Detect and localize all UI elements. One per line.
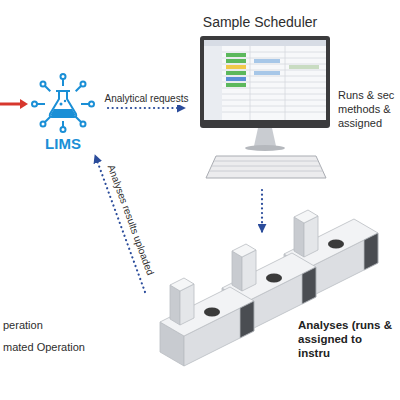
edge-label: Analyses results uploaded <box>104 161 157 279</box>
node-caption: Analyses (runs & assigned to instru <box>298 318 396 360</box>
scheduler-node: Sample Scheduler <box>185 12 335 190</box>
bubble <box>60 103 63 106</box>
lims-icon <box>32 74 94 132</box>
circuit-line <box>76 117 81 122</box>
monitor-screen <box>204 40 326 120</box>
status-cell <box>226 71 246 75</box>
legend-text: mated Operation <box>3 340 85 354</box>
manual-arrowhead <box>20 99 28 109</box>
circuit-dot <box>61 127 66 132</box>
system-name: LIMS <box>18 135 108 153</box>
status-cell <box>226 53 246 57</box>
status-cell <box>226 77 246 81</box>
lims-node: LIMS <box>18 75 108 155</box>
status-cell <box>226 59 246 63</box>
status-cell <box>289 65 319 69</box>
status-cell <box>226 83 246 87</box>
circuit-dot <box>41 82 46 87</box>
dotted-arrow <box>108 107 185 109</box>
dotted-arrow <box>261 190 263 232</box>
table-rows <box>222 46 326 120</box>
node-title: Sample Scheduler <box>185 14 335 31</box>
manual-arrow <box>0 103 20 106</box>
step-note: Runs & sec methods & assigned <box>338 88 396 130</box>
toolbar <box>204 40 326 46</box>
circuit-line <box>76 86 81 91</box>
monitor-stand <box>254 128 276 146</box>
bubble <box>64 100 66 102</box>
side-pane <box>204 46 222 120</box>
circuit-line <box>62 79 64 86</box>
flask-rim <box>56 90 70 92</box>
circuit-dot <box>41 122 46 127</box>
instruments-node: Analyses (runs & assigned to instru <box>145 232 397 396</box>
keyboard-keys <box>209 161 323 171</box>
legend-text: peration <box>3 318 43 332</box>
circuit-dot <box>32 102 37 107</box>
monitor-frame <box>200 36 330 128</box>
circuit-dot <box>81 122 86 127</box>
status-cell <box>254 71 280 75</box>
status-cell <box>226 65 246 69</box>
circuit-line <box>81 103 89 105</box>
flask <box>50 91 77 117</box>
circuit-line <box>45 86 50 91</box>
keyboard <box>206 156 326 178</box>
edge-label: Analytical requests <box>103 93 191 105</box>
monitor-base <box>245 145 285 151</box>
status-cell <box>254 59 280 63</box>
computer <box>200 36 330 178</box>
circuit-dot <box>89 102 94 107</box>
circuit-dot <box>61 74 66 79</box>
circuit-dot <box>81 82 86 87</box>
instrument <box>160 278 254 366</box>
circuit-line <box>37 103 45 105</box>
circuit-line <box>45 117 50 122</box>
flask-liquid <box>51 109 76 116</box>
